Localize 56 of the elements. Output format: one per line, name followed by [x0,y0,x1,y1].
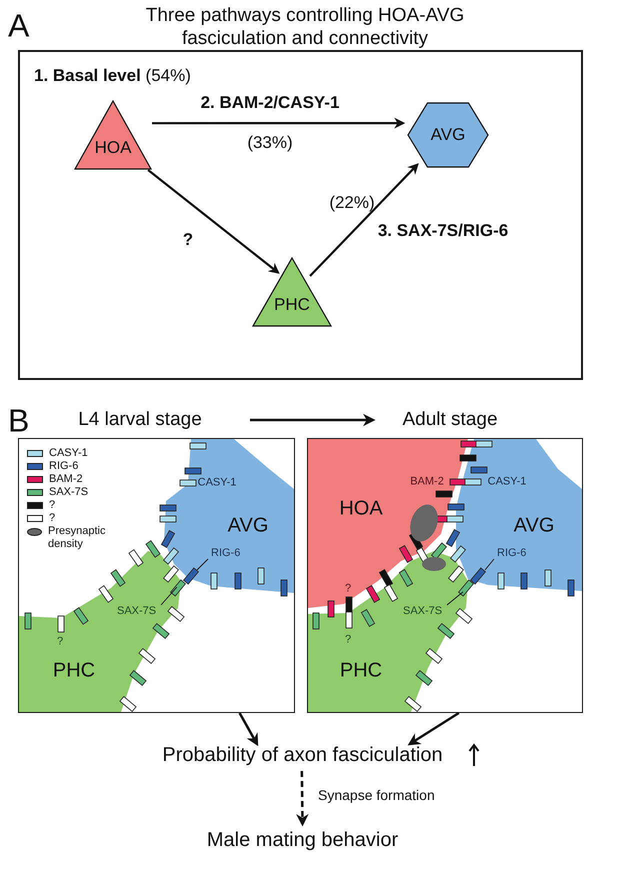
diagram-title: Three pathways controlling HOA-AVG fasciculation and connectivity [144,4,466,50]
outcome-label: Probability of axon fasciculation [140,742,465,768]
stage-label: L4 larval stage [65,407,215,433]
annotation-label: ? [344,582,352,596]
stage-label: Adult stage [395,407,505,433]
neuron-label: AVG [228,514,268,538]
panel-letter: B [8,402,30,440]
arrow [250,414,376,426]
edge-label: ? [182,230,194,250]
annotation-label: BAM-2 [410,476,444,488]
legend-label: SAX-7S [49,486,90,499]
neuron-cell [164,439,294,593]
annotation-label: (33%) [247,133,293,153]
neuron-cell [19,551,181,712]
neuron-label: AVG [514,514,554,538]
arrow [152,118,406,129]
edge-label: 2. BAM-2/CASY-1 [200,93,340,113]
arrow [309,163,419,277]
neuron-label: HOA [339,498,383,520]
neuron-label: HOA [94,138,132,158]
arrow [296,770,309,826]
neuron-triangle [252,257,332,327]
neuron-label: PHC [274,294,310,314]
annotation-label: (22%) [329,193,375,213]
legend-label: Presynaptic density [48,525,106,551]
edge-label: Synapse formation [318,786,435,804]
annotation-label: ? [56,636,64,648]
protein-label: SAX-7S [403,604,447,618]
legend-label: BAM-2 [49,473,84,486]
legend-label: ? [49,512,56,525]
annotation-label: CASY-1 [488,476,526,488]
legend-label: CASY-1 [49,447,89,460]
neuron-hexagon [407,102,489,168]
legend-label: ? [49,499,56,512]
annotation-label: ? [344,634,352,646]
panel-letter: A [8,8,30,44]
arrow [147,169,280,274]
arrow [238,712,258,746]
protein-label: RIG-6 [211,546,247,560]
legend-label: RIG-6 [49,460,80,473]
neuron-label: PHC [340,660,382,682]
neuron-cell [456,439,582,591]
behavior-label: Male mating behavior [190,827,415,853]
pathway-panel [18,50,583,380]
leader-line [196,558,208,570]
neuron-triangle [74,100,152,170]
arrow [408,712,460,746]
protein-label: SAX-7S [117,604,161,618]
edge-label: 3. SAX-7S/RIG-6 [378,221,508,241]
leader-line [484,558,494,570]
neuron-cell [308,439,468,608]
annotation-label: CASY-1 [198,476,236,490]
neuron-label: PHC [52,660,96,682]
protein-label: RIG-6 [497,546,533,560]
panel-heading: 1. Basal level (54%) [34,66,191,86]
neuron-label: AVG [430,125,466,145]
